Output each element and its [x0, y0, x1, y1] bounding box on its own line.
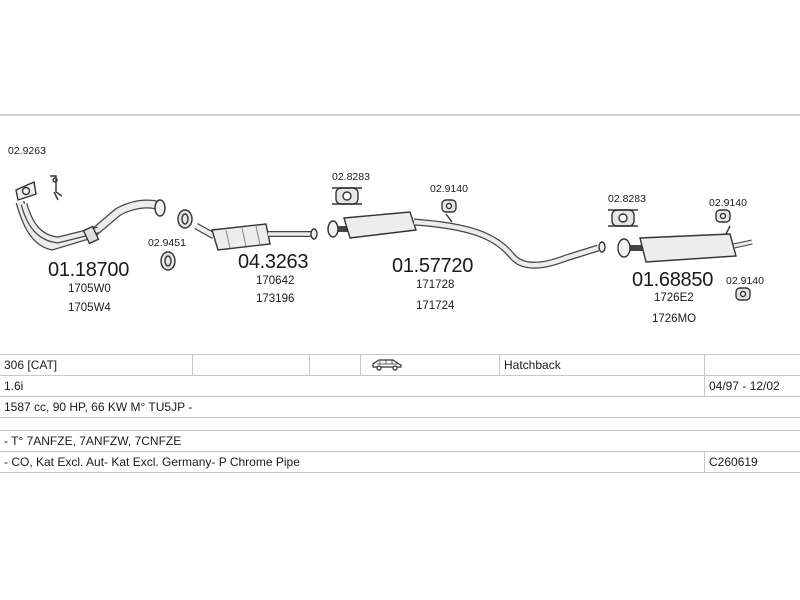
specs-cell: 1587 cc, 90 HP, 66 KW M° TU5JP -	[0, 396, 800, 418]
vehicle-icon-cell	[360, 354, 500, 376]
front-pipe-icon	[15, 199, 166, 251]
accessory-a4-label: 02.9140	[430, 183, 468, 195]
accessory-a6-label: 02.9140	[709, 197, 747, 209]
middle-silencer-icon	[327, 211, 606, 269]
info-row-engine: 1.6i 04/97 - 12/02	[0, 375, 800, 397]
pipe-clamp-icon	[177, 209, 193, 229]
empty-cell	[704, 354, 800, 376]
part-p1-ref-1: 1705W0	[68, 283, 111, 295]
mounting-ring-icon	[160, 251, 176, 271]
part-p4-number: 01.68850	[632, 269, 713, 291]
exhaust-system-diagram: 02.9263 01.18700 1705W0 1705W4 02.9451 0…	[8, 145, 764, 325]
accessory-a3-label: 02.8283	[332, 171, 370, 183]
rubber-mount-icon	[332, 187, 362, 205]
production-cell: 04/97 - 12/02	[704, 375, 800, 397]
accessory-a7-label: 02.9140	[726, 275, 764, 287]
accessory-a2-label: 02.9451	[148, 237, 186, 249]
part-p3-ref-1: 171728	[416, 279, 454, 291]
catalytic-converter-icon	[194, 222, 318, 251]
info-row-specs: 1587 cc, 90 HP, 66 KW M° TU5JP -	[0, 396, 800, 418]
code-cell: C260619	[704, 451, 800, 473]
part-p2-ref-2: 173196	[256, 293, 294, 305]
part-p2-ref-1: 170642	[256, 275, 294, 287]
rubber-mount-icon	[608, 209, 638, 227]
notes-cell: - CO, Kat Excl. Aut- Kat Excl. Germany- …	[0, 451, 705, 473]
top-divider	[0, 114, 800, 116]
part-p2-number: 04.3263	[238, 251, 308, 273]
body-type-cell: Hatchback	[499, 354, 705, 376]
accessory-a1-label: 02.9263	[8, 145, 46, 157]
car-side-icon	[372, 358, 402, 371]
empty-cell	[192, 354, 310, 376]
part-p1-number: 01.18700	[48, 259, 129, 281]
part-p1-ref-2: 1705W4	[68, 302, 111, 314]
hanger-rubber-icon	[441, 199, 457, 213]
info-row-notes: - CO, Kat Excl. Aut- Kat Excl. Germany- …	[0, 451, 800, 473]
hanger-rubber-icon	[735, 287, 751, 301]
flange-gasket-icon	[15, 175, 63, 201]
engine-cell: 1.6i	[0, 375, 705, 397]
accessory-a5-label: 02.8283	[608, 193, 646, 205]
model-cell: 306 [CAT]	[0, 354, 193, 376]
part-p3-ref-2: 171724	[416, 300, 455, 312]
empty-cell	[309, 354, 361, 376]
info-row-type-codes: - T° 7ANFZE, 7ANFZW, 7CNFZE	[0, 430, 800, 452]
part-p4-ref-2: 1726MO	[652, 313, 696, 325]
hanger-rubber-icon	[715, 209, 731, 223]
vehicle-info-table: 306 [CAT] Hatchback 1.6i 04/97 - 12/02 1…	[0, 354, 800, 473]
part-p3-number: 01.57720	[392, 255, 473, 277]
info-row-model: 306 [CAT] Hatchback	[0, 354, 800, 376]
rear-silencer-icon	[617, 225, 753, 263]
type-codes-cell: - T° 7ANFZE, 7ANFZW, 7CNFZE	[0, 430, 800, 452]
part-p4-ref-1: 1726E2	[654, 292, 694, 304]
